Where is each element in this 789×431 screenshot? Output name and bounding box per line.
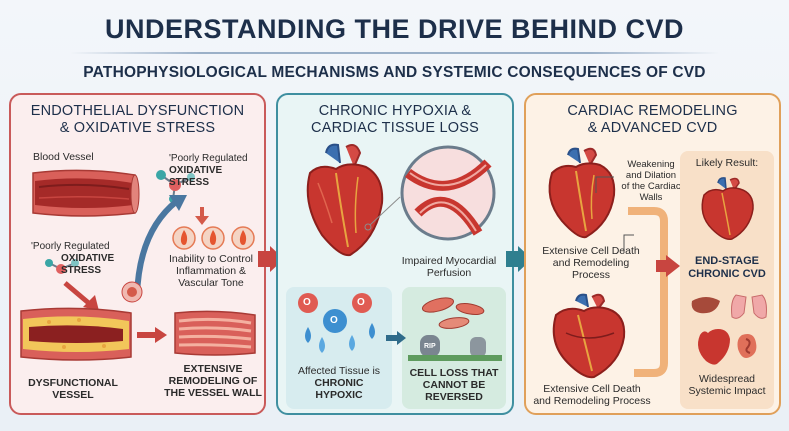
extensive1-line2: and Remodeling: [552, 257, 630, 269]
poorly1-line2: OXIDATIVE STRESS: [169, 165, 223, 188]
panel1-title: ENDOTHELIAL DYSFUNCTION & OXIDATIVE STRE…: [11, 103, 264, 137]
dying-cells-illustration: [408, 297, 502, 361]
widespread-line1: Widespread: [698, 373, 756, 385]
weakening-label: Weakening and Dilation of the Cardiac Wa…: [610, 159, 692, 203]
inability-line2: Inflammation &: [175, 265, 247, 277]
dysfunctional-line2: VESSEL: [52, 389, 94, 401]
extensive2-line1: Extensive Cell Death: [543, 383, 641, 395]
endstage-line1: END-STAGE: [695, 255, 759, 267]
molecule-icon-small: [45, 259, 79, 274]
remodeled-heart-illustration: [552, 293, 626, 379]
blood-vessel-label: Blood Vessel: [33, 151, 94, 163]
affected-line3: HYPOXIC: [315, 389, 363, 401]
likely-result-label: Likely Result:: [695, 157, 759, 169]
extensive-cell-death-label-2: Extensive Cell Death and Remodeling Proc…: [528, 383, 656, 407]
remodeled-vessel-illustration: [174, 310, 256, 356]
title-divider: [70, 52, 719, 54]
flow-arrow-1: [258, 246, 284, 272]
poorly2-line1: 'Poorly Regulated: [31, 241, 110, 252]
magnified-artery-illustration: [400, 145, 496, 241]
right-arrow: [137, 327, 167, 343]
impaired-line2: Perfusion: [426, 267, 472, 279]
page-title: UNDERSTANDING THE DRIVE BEHIND CVD: [104, 14, 685, 44]
affected-line1: Affected Tissue is: [297, 365, 381, 377]
widespread-line2: Systemic Impact: [688, 385, 766, 397]
affected-line2: CHRONIC: [314, 377, 364, 389]
curved-arrow-up: [134, 195, 187, 297]
weakening-line2: and Dilation: [625, 170, 677, 181]
panel-chronic-hypoxia: CHRONIC HYPOXIA & CARDIAC TISSUE LOSS Im…: [276, 93, 514, 415]
weakening-line1: Weakening: [627, 159, 675, 170]
extensive-remodeling-label: EXTENSIVE REMODELING OF THE VESSEL WALL: [159, 363, 264, 399]
bracket-arrow: [628, 207, 668, 377]
poorly1-line1: 'Poorly Regulated: [169, 153, 248, 164]
dilated-heart-illustration: [548, 147, 616, 239]
panel3-title-line2: & ADVANCED CVD: [587, 120, 718, 136]
end-stage-label: END-STAGE CHRONIC CVD: [680, 255, 774, 281]
panel-endothelial-dysfunction: ENDOTHELIAL DYSFUNCTION & OXIDATIVE STRE…: [9, 93, 266, 415]
poorly2-line2: OXIDATIVE: [61, 253, 115, 264]
inability-label: Inability to Control Inflammation & Vasc…: [156, 253, 264, 289]
weakening-line4: Walls: [639, 192, 663, 203]
cellloss-line1: CELL LOSS THAT: [409, 367, 499, 379]
impaired-perfusion-label: Impaired Myocardial Perfusion: [390, 255, 508, 279]
o2-label-c: O: [330, 315, 338, 326]
panel3-title-line1: CARDIAC REMODELING: [567, 103, 738, 119]
diagonal-arrow: [63, 281, 99, 311]
extensive-cell-death-label-1: Extensive Cell Death and Remodeling Proc…: [532, 245, 650, 281]
oxygen-bubbles-icon: [298, 293, 375, 353]
flame-icon: [172, 226, 255, 250]
panel1-title-line1: ENDOTHELIAL DYSFUNCTION: [30, 103, 245, 119]
panel3-title: CARDIAC REMODELING & ADVANCED CVD: [526, 103, 779, 137]
o2-label-a: O: [303, 297, 311, 308]
organs-illustration: [691, 294, 767, 365]
panel2-title: CHRONIC HYPOXIA & CARDIAC TISSUE LOSS: [278, 103, 512, 137]
rip-label: RIP: [424, 343, 436, 350]
panel-cardiac-remodeling: CARDIAC REMODELING & ADVANCED CVD Weaken…: [524, 93, 781, 415]
down-arrow-icon: [195, 207, 209, 225]
heart-illustration: [306, 143, 384, 257]
connector-lines: [595, 176, 634, 253]
extensive-line1: EXTENSIVE: [183, 363, 243, 375]
panel2-title-line2: CARDIAC TISSUE LOSS: [311, 120, 479, 136]
dysfunctional-line1: DYSFUNCTIONAL: [28, 377, 118, 389]
o2-label-b: O: [357, 297, 365, 308]
small-right-arrow: [386, 331, 406, 345]
flow-arrow-2: [506, 246, 532, 272]
zoom-pointer: [364, 196, 401, 231]
impaired-line1: Impaired Myocardial: [401, 255, 497, 267]
extensive2-line2: and Remodeling Process: [533, 395, 651, 407]
cellloss-line3: REVERSED: [425, 391, 483, 403]
inability-line3: Vascular Tone: [178, 277, 244, 289]
dysfunctional-vessel-illustration: [20, 307, 132, 361]
widespread-impact-label: Widespread Systemic Impact: [680, 373, 774, 397]
dysfunctional-vessel-label: DYSFUNCTIONAL VESSEL: [23, 377, 123, 401]
extensive-line3: THE VESSEL WALL: [164, 387, 262, 399]
affected-tissue-label: Affected Tissue is CHRONIC HYPOXIC: [286, 365, 392, 401]
cellloss-line2: CANNOT BE: [422, 379, 486, 391]
panel2-title-line1: CHRONIC HYPOXIA &: [318, 103, 472, 119]
weakening-line3: of the Cardiac: [621, 181, 681, 192]
cell-loss-label: CELL LOSS THAT CANNOT BE REVERSED: [402, 367, 506, 403]
endstage-line2: CHRONIC CVD: [688, 268, 766, 280]
stress-swirl-icon: [121, 281, 143, 303]
poorly2-line3: STRESS: [61, 265, 102, 276]
poorly-regulated-label-1: 'Poorly Regulated OXIDATIVE STRESS: [169, 153, 264, 189]
page-subtitle: PATHOPHYSIOLOGICAL MECHANISMS AND SYSTEM…: [83, 64, 706, 81]
result-arrow: [656, 255, 680, 277]
extensive1-line3: Process: [572, 269, 610, 281]
healthy-vessel-illustration: [32, 169, 140, 217]
cell-loss-box: [402, 287, 506, 409]
panel1-title-line2: & OXIDATIVE STRESS: [59, 120, 216, 136]
poorly-regulated-label-2: 'Poorly Regulated OXIDATIVE STRESS: [31, 241, 114, 277]
end-stage-heart-illustration: [701, 177, 754, 241]
inability-line1: Inability to Control: [168, 253, 254, 265]
extensive-line2: REMODELING OF: [168, 375, 258, 387]
extensive1-line1: Extensive Cell Death: [542, 245, 640, 257]
